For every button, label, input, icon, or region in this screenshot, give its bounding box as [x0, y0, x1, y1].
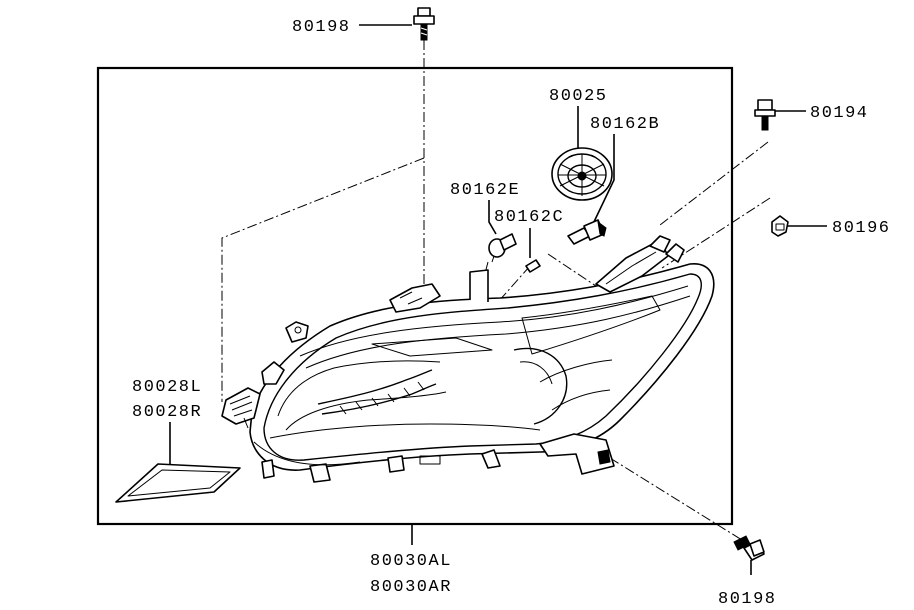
- label-headlamp-l[interactable]: 80030AL: [370, 552, 452, 571]
- label-headlamp-r[interactable]: 80030AR: [370, 578, 452, 597]
- cap[interactable]: [551, 147, 613, 201]
- label-clip-right[interactable]: 80196: [832, 219, 891, 238]
- clip-right[interactable]: [771, 215, 789, 237]
- label-screw-top[interactable]: 80198: [292, 18, 351, 37]
- label-bolt-right[interactable]: 80194: [810, 104, 869, 123]
- bolt-right[interactable]: [754, 99, 776, 131]
- label-bulb-b[interactable]: 80162B: [590, 115, 660, 134]
- label-bulb-c[interactable]: 80162C: [494, 208, 564, 227]
- label-bulb-e[interactable]: 80162E: [450, 181, 520, 200]
- screw-top[interactable]: [413, 7, 435, 41]
- bulb-b[interactable]: [567, 219, 607, 245]
- headlamp-assembly[interactable]: [221, 235, 715, 483]
- bulb-e[interactable]: [488, 233, 517, 263]
- leader-lines: [169, 24, 827, 575]
- label-cap[interactable]: 80025: [549, 87, 608, 106]
- reflector[interactable]: [115, 463, 241, 503]
- label-reflector-r[interactable]: 80028R: [132, 403, 202, 422]
- screw-bottom[interactable]: [733, 535, 765, 561]
- assembly-frame: [96, 66, 734, 526]
- label-screw-bottom[interactable]: 80198: [718, 590, 777, 609]
- label-reflector-l[interactable]: 80028L: [132, 378, 202, 397]
- bulb-c[interactable]: [525, 259, 541, 273]
